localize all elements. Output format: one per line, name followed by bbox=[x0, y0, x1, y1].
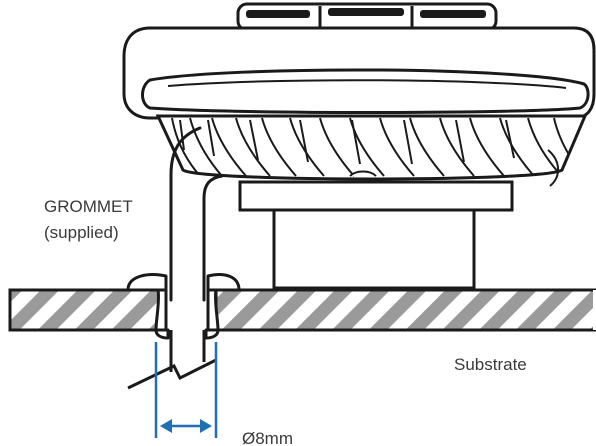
cable bbox=[169, 126, 224, 302]
diameter-label: Ø8mm bbox=[242, 429, 293, 446]
cable-below bbox=[127, 330, 217, 390]
diameter-dimension bbox=[154, 342, 218, 438]
grommet-sublabel: (supplied) bbox=[44, 223, 119, 242]
grommet bbox=[126, 273, 241, 340]
fluted-dome bbox=[155, 114, 588, 187]
substrate-label: Substrate bbox=[454, 355, 527, 374]
sensor-housing bbox=[122, 26, 596, 120]
top-cap bbox=[236, 2, 498, 32]
mounting-stem bbox=[238, 180, 514, 290]
substrate-panel bbox=[8, 288, 596, 332]
grommet-label: GROMMET bbox=[44, 197, 133, 216]
